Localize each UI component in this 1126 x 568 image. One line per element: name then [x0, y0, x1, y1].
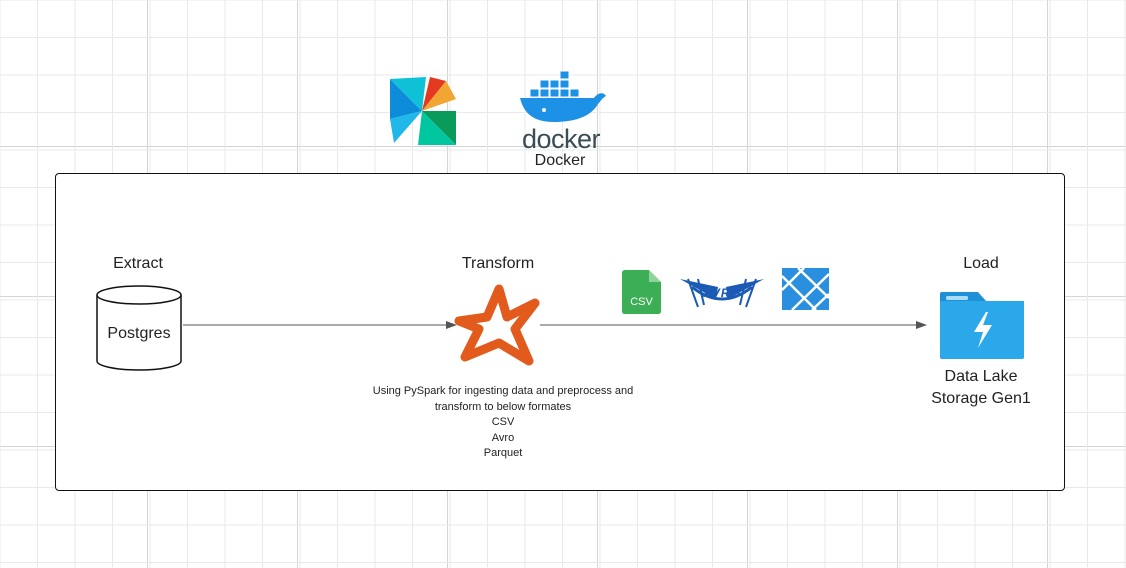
postgres-cylinder-icon	[96, 285, 182, 371]
load-target-line2: Storage Gen1	[931, 390, 1031, 407]
azure-data-lake-icon	[940, 292, 1024, 359]
transform-heading: Transform	[461, 255, 535, 272]
docker-wordmark: docker	[521, 124, 601, 154]
parquet-icon	[781, 267, 830, 311]
note-line: transform to below formates	[434, 400, 572, 413]
postgres-label: Postgres	[107, 325, 171, 342]
docker-icon: docker	[514, 70, 608, 154]
note-line: CSV	[491, 416, 515, 428]
docker-label: Docker	[534, 152, 586, 169]
pipeline-container	[55, 173, 1065, 491]
note-line: Avro	[491, 431, 515, 444]
csv-file-icon: CSV	[622, 270, 661, 314]
spark-icon	[453, 283, 541, 369]
load-target-label: Data Lake Storage Gen1	[917, 366, 1045, 410]
note-line: Parquet	[483, 447, 523, 459]
airflow-icon	[386, 75, 458, 147]
extract-heading: Extract	[113, 255, 163, 272]
load-target-line1: Data Lake	[944, 368, 1018, 385]
avro-text: AVRO	[703, 286, 741, 300]
note-line: Using PySpark for ingesting data and pre…	[372, 385, 634, 397]
transform-note: Using PySpark for ingesting data and pre…	[352, 384, 654, 462]
load-heading: Load	[963, 255, 999, 272]
avro-icon: AVRO	[678, 277, 766, 309]
csv-file-text: CSV	[630, 296, 653, 308]
